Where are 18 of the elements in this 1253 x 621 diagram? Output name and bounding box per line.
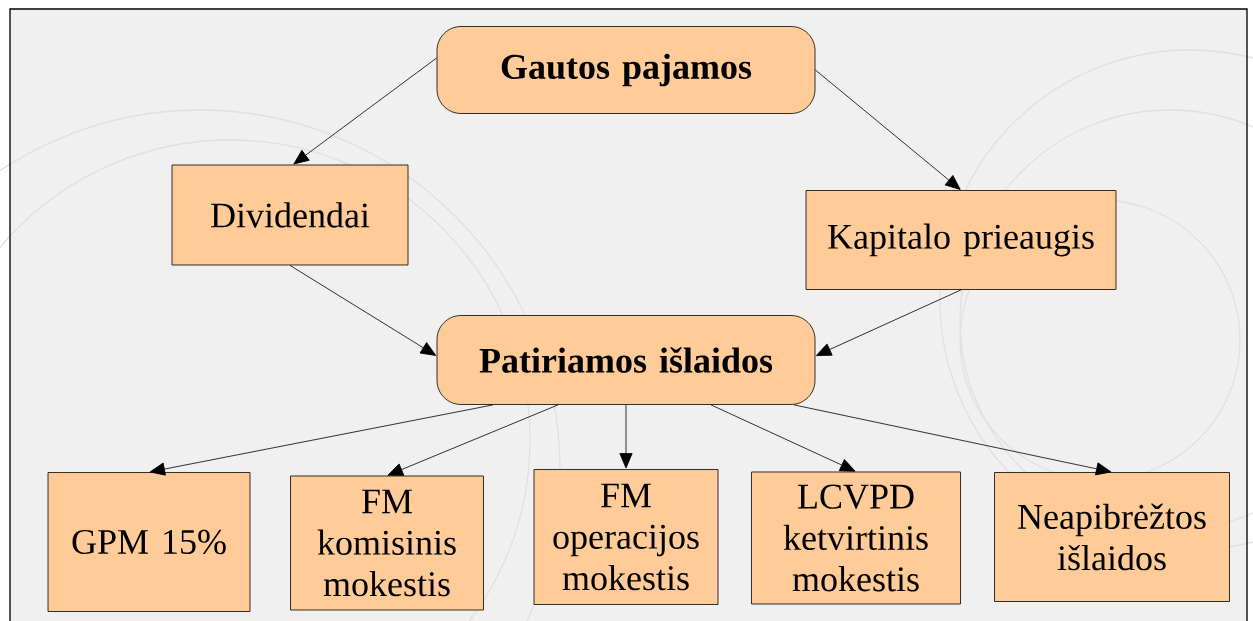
arrow bbox=[710, 404, 856, 472]
arrow bbox=[619, 404, 633, 469]
arrow bbox=[149, 404, 494, 476]
arrow bbox=[815, 69, 961, 190]
arrow bbox=[793, 404, 1112, 476]
box: Dividendai bbox=[171, 164, 409, 266]
arrow bbox=[289, 265, 437, 356]
box: FM operacijos mokestis bbox=[533, 469, 719, 605]
arrow bbox=[293, 57, 437, 165]
box: GPM 15% bbox=[47, 472, 251, 612]
box: FM komisinis mokestis bbox=[290, 475, 484, 611]
rounded-box: Gautos pajamos bbox=[436, 26, 816, 114]
box: Kapitalo prieaugis bbox=[805, 190, 1117, 290]
rounded-box: Patiriamos išlaidos bbox=[436, 315, 816, 405]
box: LCVPD ketvirtinis mokestis bbox=[751, 471, 961, 605]
arrow bbox=[815, 289, 962, 356]
box: Neapibrėžtos išlaidos bbox=[994, 472, 1230, 602]
arrow bbox=[387, 404, 559, 476]
